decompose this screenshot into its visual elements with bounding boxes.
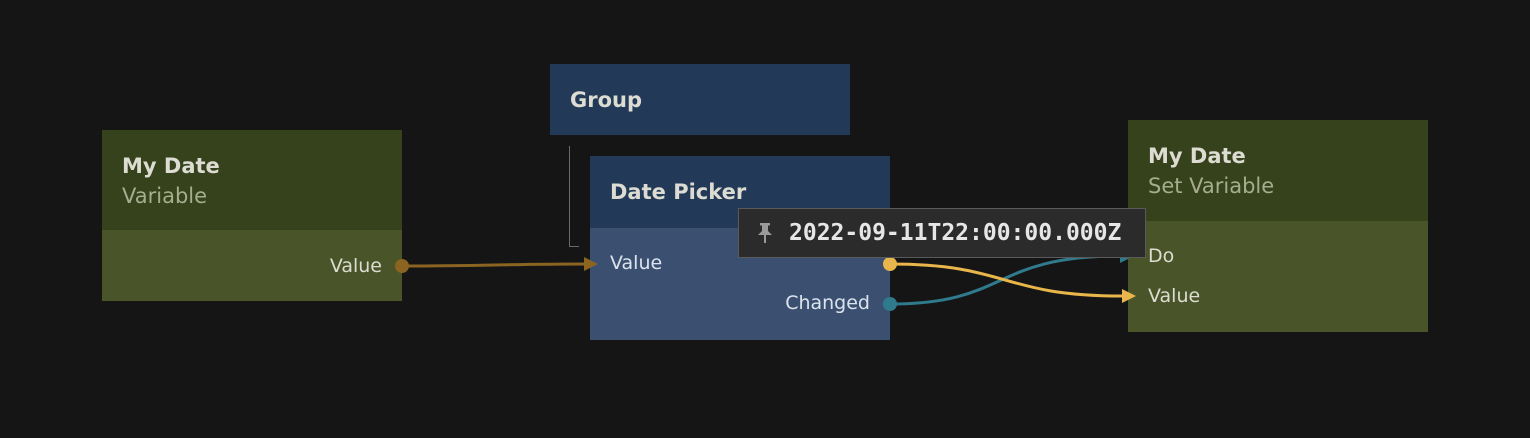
input-arrow-icon xyxy=(584,257,598,271)
input-port-do-label: Do xyxy=(1148,245,1175,267)
my-date-set-variable-node[interactable]: My Date Set Variable Do Value xyxy=(1128,120,1428,332)
node-type-label: Set Variable xyxy=(1148,174,1275,198)
node-title: My Date xyxy=(122,154,220,178)
output-port-dot[interactable] xyxy=(883,257,897,271)
node-title: Date Picker xyxy=(610,180,747,204)
input-port-value-label: Value xyxy=(1148,285,1201,307)
node-title: My Date xyxy=(1148,144,1246,168)
output-port-dot[interactable] xyxy=(883,297,897,311)
node-ports: Value xyxy=(102,230,402,301)
value-tooltip: 2022-09-11T22:00:00.000Z xyxy=(738,208,1146,258)
wire-variable-to-datepicker[interactable] xyxy=(401,262,589,268)
node-header[interactable]: My Date Set Variable xyxy=(1128,120,1428,221)
wire-value-to-value[interactable] xyxy=(889,262,1123,298)
pin-icon[interactable] xyxy=(753,221,777,245)
node-header[interactable]: My Date Variable xyxy=(102,130,402,230)
input-port-value-label: Value xyxy=(610,252,663,274)
output-port-value-label: Value xyxy=(329,255,382,277)
node-title: Group xyxy=(570,88,643,112)
output-port-dot[interactable] xyxy=(395,259,409,273)
node-type-label: Variable xyxy=(122,184,208,208)
node-ports: Do Value xyxy=(1128,221,1428,332)
group-node[interactable]: Group xyxy=(550,64,850,135)
group-child-connector xyxy=(569,146,579,247)
input-arrow-icon xyxy=(1122,289,1136,303)
my-date-variable-node[interactable]: My Date Variable Value xyxy=(102,130,402,301)
output-port-changed-label: Changed xyxy=(785,292,870,314)
tooltip-value-text: 2022-09-11T22:00:00.000Z xyxy=(789,220,1122,246)
